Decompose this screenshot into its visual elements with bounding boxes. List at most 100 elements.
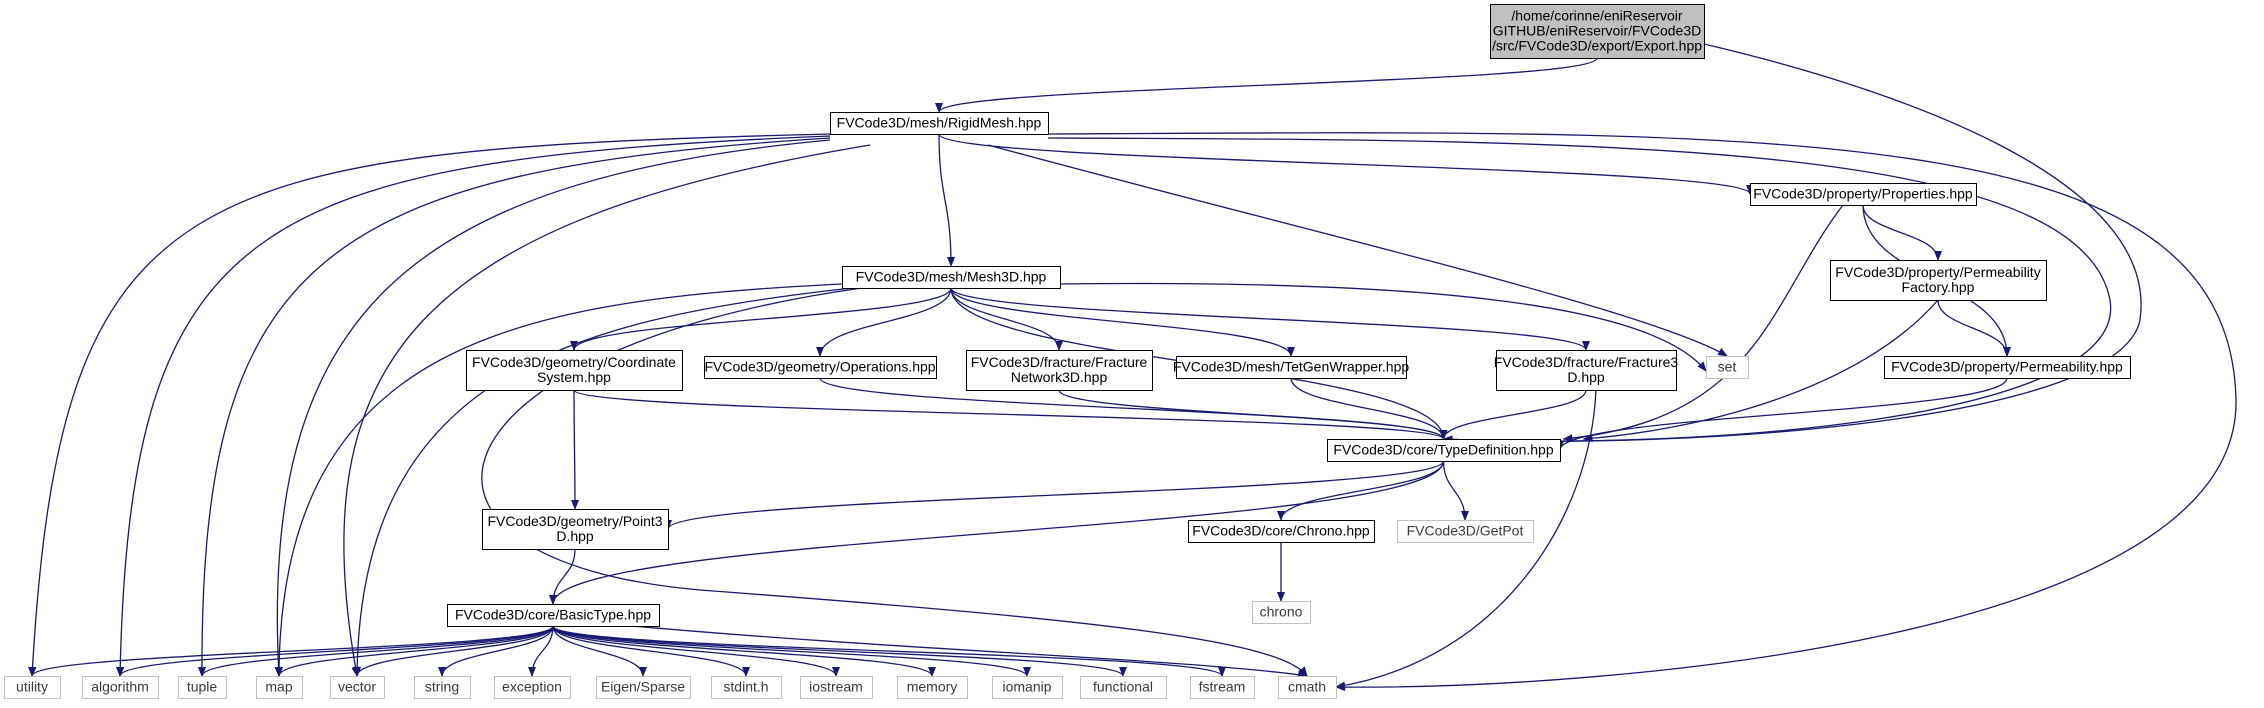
edge-basictype-to-iomanip [552,625,1031,677]
edge-mesh3d-to-coordsys [570,287,952,351]
node-typedef[interactable]: FVCode3D/core/TypeDefinition.hpp [1327,439,1561,462]
edge-mesh3d-to-set [1059,282,1707,372]
node-vector: vector [330,676,385,699]
node-label: FVCode3D/property/Permeability [1835,264,2040,280]
node-label: FVCode3D/GetPot [1407,523,1524,539]
node-mesh3d[interactable]: FVCode3D/mesh/Mesh3D.hpp [842,266,1061,289]
node-label: /home/corinne/eniReservoir [1511,8,1683,24]
node-label: chrono [1260,604,1303,620]
edge-rigidmesh-to-set [987,144,1728,357]
node-stdint: stdint.h [711,676,782,699]
node-rigidmesh[interactable]: FVCode3D/mesh/RigidMesh.hpp [830,112,1049,135]
node-properties[interactable]: FVCode3D/property/Properties.hpp [1750,183,1977,206]
node-label: Factory.hpp [1902,279,1975,295]
edge-typedef-to-point3d [664,460,1445,530]
edge-mesh3d-to-map [275,283,843,677]
node-permeability[interactable]: FVCode3D/property/Permeability.hpp [1884,356,2131,379]
edge-basictype-to-exception [528,625,554,677]
node-label: GITHUB/eniReservoir/FVCode3D [1493,23,1702,39]
node-box [897,676,968,699]
node-label: D.hpp [556,528,594,544]
node-label: System.hpp [537,369,611,385]
node-label: FVCode3D/geometry/Coordinate [472,354,676,370]
edge-rigidmesh-to-tuple [197,137,831,677]
node-label: map [265,679,292,695]
node-box [178,676,227,699]
edge-rigidmesh-to-vector [343,144,871,677]
node-box [1750,183,1977,206]
edge-rigidmesh-to-properties [938,133,1754,195]
edge-permfactory-to-permeability [1937,299,2011,357]
node-label: FVCode3D/core/BasicType.hpp [455,607,651,623]
node-box [330,676,385,699]
node-chrono: chrono [1252,601,1311,624]
node-string: string [414,676,471,699]
edge-rigidmesh-to-algorithm [116,135,831,677]
node-label: tuple [187,679,218,695]
edge-typedef-to-getpot [1442,460,1469,521]
edge-basictype-to-map [275,625,554,677]
node-label: algorithm [91,679,149,695]
node-label: Network3D.hpp [1011,369,1108,385]
node-box [842,266,1061,289]
node-operations[interactable]: FVCode3D/geometry/Operations.hpp [704,356,937,379]
edge-coordsys-to-typedef [573,389,1448,440]
node-label: FVCode3D/property/Properties.hpp [1753,186,1973,202]
node-export[interactable]: /home/corinne/eniReservoirGITHUB/eniRese… [1490,4,1705,59]
edge-basictype-to-tuple [198,625,554,677]
node-fstream: fstream [1190,676,1255,699]
node-permfactory[interactable]: FVCode3D/property/PermeabilityFactory.hp… [1830,260,2047,301]
edge-basictype-to-algorithm [116,625,554,677]
node-box [800,676,873,699]
node-box [966,350,1153,391]
node-box [830,112,1049,135]
node-iomanip: iomanip [992,676,1063,699]
node-cmath: cmath [1278,676,1337,699]
edge-mesh3d-to-operations [816,287,952,357]
edge-basictype-to-string [438,625,554,677]
node-box [1327,439,1561,462]
node-algorithm: algorithm [82,676,159,699]
edge-basictype-to-utility [28,625,554,677]
node-box [1706,356,1749,379]
edge-rigidmesh-to-mesh3d [938,133,955,267]
node-box [1188,520,1375,543]
edge-coordsys-to-point3d [570,389,579,510]
node-box [1496,350,1677,391]
edge-fracture3d-to-cmath [1335,389,1597,690]
node-box [1884,356,2131,379]
node-memory: memory [897,676,968,699]
node-box [82,676,159,699]
node-iostream: iostream [800,676,873,699]
node-label: functional [1093,679,1153,695]
node-basictype[interactable]: FVCode3D/core/BasicType.hpp [447,604,660,627]
edge-mesh3d-to-fracnet [950,287,1063,351]
node-label: memory [907,679,958,695]
node-label: FVCode3D/mesh/RigidMesh.hpp [837,115,1042,131]
edge-basictype-to-eigensparse [552,625,647,677]
edge-properties-to-typedef [1562,204,1844,443]
edge-typedef-to-basictype [549,460,1445,605]
edge-fracture3d-to-typedef [1439,389,1587,440]
node-tetgen[interactable]: FVCode3D/mesh/TetGenWrapper.hpp [1173,356,1410,379]
node-label: FVCode3D/geometry/Point3 [487,513,662,529]
nodes: /home/corinne/eniReservoirGITHUB/eniRese… [4,4,2131,699]
edge-fracnet-to-typedef [1058,389,1448,440]
node-label: D.hpp [1567,369,1605,385]
node-label: iomanip [1002,679,1051,695]
edge-basictype-to-vector [353,625,554,677]
node-label: utility [16,679,48,695]
node-box [704,356,937,379]
node-label: FVCode3D/core/Chrono.hpp [1192,523,1370,539]
node-chrono_h[interactable]: FVCode3D/core/Chrono.hpp [1188,520,1375,543]
edge-typedef-to-chrono_h [1277,460,1445,521]
edge-rigidmesh-to-utility [28,133,831,677]
node-label: FVCode3D/mesh/TetGenWrapper.hpp [1173,359,1410,375]
node-box [482,509,669,550]
node-label: FVCode3D/mesh/Mesh3D.hpp [856,269,1047,285]
